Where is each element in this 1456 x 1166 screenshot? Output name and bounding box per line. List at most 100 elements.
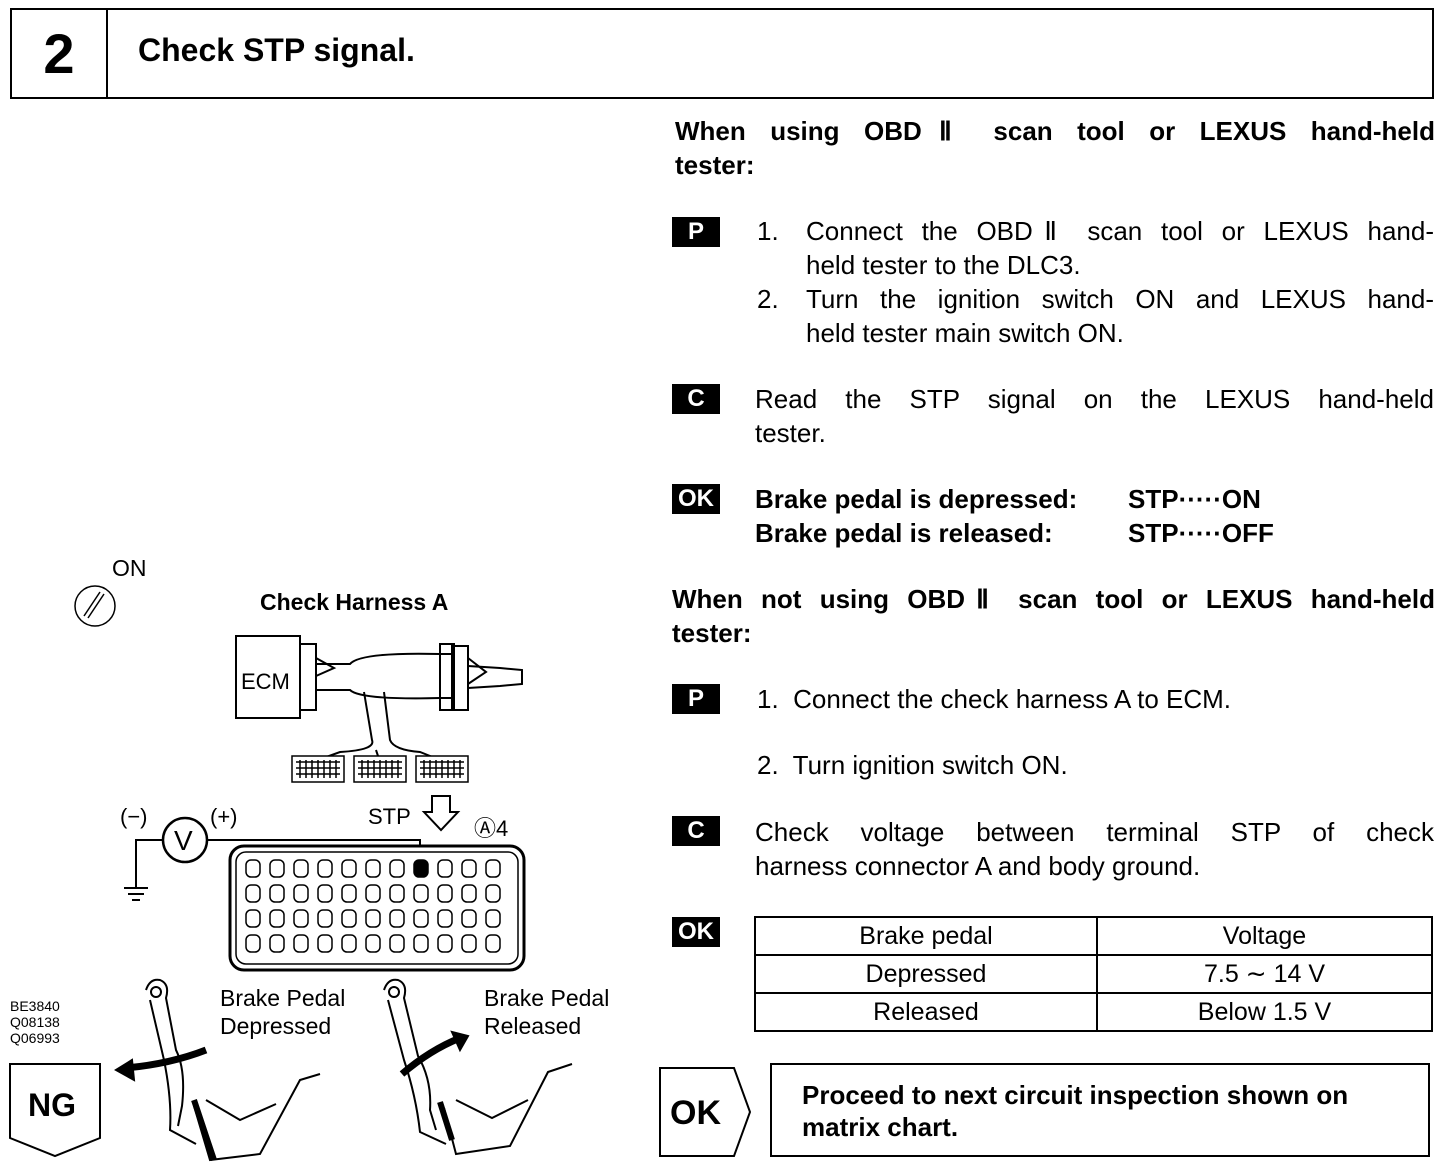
connector-pin (437, 859, 453, 878)
connector-label: Ⓐ4 (474, 816, 508, 841)
ok-row2-label: Brake pedal is released: (755, 518, 1053, 548)
brake-pedal-depressed-icon (114, 978, 321, 1162)
connector-pin (389, 884, 405, 903)
proceed-box: Proceed to next circuit inspection shown… (770, 1063, 1430, 1157)
without-tool-heading-line2: tester: (672, 618, 752, 648)
check-line2: tester. (755, 418, 826, 448)
proceed-line2: matrix chart. (802, 1112, 959, 1142)
code-3: Q06993 (10, 1030, 60, 1046)
brake-pedal-released-icon (383, 978, 573, 1156)
connector-pin (245, 859, 261, 878)
voltmeter-label: V (174, 825, 193, 856)
plus-label: (+) (210, 804, 238, 829)
table-row: Released Below 1.5 V (754, 992, 1433, 1032)
connector-pin (413, 884, 429, 903)
connector-pin (341, 884, 357, 903)
connector-pin (485, 934, 501, 953)
connector-pin (389, 934, 405, 953)
ok-row1-label: Brake pedal is depressed: (755, 484, 1078, 514)
without-tool-heading-line1: When not using OBDⅡ scan tool or LEXUS h… (672, 584, 1435, 614)
tag-ok: OK (672, 484, 720, 514)
step-header: 2 Check STP signal. (10, 8, 1434, 99)
connector-pin (485, 859, 501, 878)
check-harness-icon (235, 635, 523, 763)
table-row: Depressed 7.5 ∼ 14 V (754, 954, 1433, 994)
wo-step-1: 1. Connect the check harness A to ECM. (757, 684, 1232, 714)
connector-pin (365, 909, 381, 928)
proceed-line1: Proceed to next circuit inspection shown… (802, 1080, 1349, 1110)
voltage-table: Brake pedal Voltage Depressed 7.5 ∼ 14 V… (754, 916, 1433, 1032)
connector-pin (365, 859, 381, 878)
with-tool-heading-line2: tester: (675, 150, 755, 180)
connector-pin (437, 884, 453, 903)
pedal-released-line2: Released (484, 1013, 581, 1039)
table-header-cell: Voltage (1096, 916, 1433, 956)
table-cell: Depressed (754, 954, 1098, 994)
connector-pin (269, 884, 285, 903)
ok-shape: OK (659, 1067, 752, 1157)
ng-shape (9, 1063, 101, 1158)
wiring-diagram: ON Check Harness A ECM (9, 555, 609, 1162)
connector-pin (293, 909, 309, 928)
connector-pin (245, 884, 261, 903)
connector-pin (413, 909, 429, 928)
step-2-line2: held tester main switch ON. (806, 318, 1124, 348)
connector-pin (317, 859, 333, 878)
step-title: Check STP signal. (138, 32, 415, 68)
table-header-row: Brake pedal Voltage (754, 916, 1433, 956)
wo-check-line2: harness connector A and body ground. (755, 851, 1201, 881)
connector-pin (317, 909, 333, 928)
connector-pin (461, 909, 477, 928)
with-tool-heading-line1: When using OBDⅡ scan tool or LEXUS hand-… (675, 116, 1435, 146)
code-1: BE3840 (10, 998, 60, 1014)
tag-p-2: P (672, 684, 720, 714)
ignition-key-icon (74, 585, 116, 627)
connector-pin (317, 934, 333, 953)
arrow-down-icon (421, 795, 461, 832)
connector-pin (293, 859, 309, 878)
table-cell: 7.5 ∼ 14 V (1096, 954, 1433, 994)
connector-pin (413, 934, 429, 953)
stp-label: STP (368, 804, 411, 829)
step-1-line2: held tester to the DLC3. (806, 250, 1081, 280)
pedal-depressed-line2: Depressed (220, 1013, 331, 1039)
connector-pin (245, 934, 261, 953)
connector-pin (485, 909, 501, 928)
connector-pin (341, 909, 357, 928)
harness-connectors-icon (291, 755, 469, 783)
connector-pin (389, 859, 405, 878)
connector-pin (245, 909, 261, 928)
step-2-number: 2. (757, 284, 779, 314)
connector-pin (341, 859, 357, 878)
pedal-released-line1: Brake Pedal (484, 985, 609, 1011)
table-cell: Released (754, 992, 1098, 1032)
tag-c: C (672, 384, 720, 414)
connector-pin (461, 884, 477, 903)
stp-terminal-pin (413, 859, 429, 878)
minus-label: (−) (120, 804, 148, 829)
connector-pin (269, 909, 285, 928)
ok-row1-value: STP·····ON (1128, 484, 1261, 514)
ok-label: OK (670, 1094, 721, 1132)
connector-pin (485, 884, 501, 903)
step-1-number: 1. (757, 216, 779, 246)
connector-pin (341, 934, 357, 953)
wo-check-line1: Check voltage between terminal STP of ch… (755, 817, 1434, 847)
on-label: ON (112, 555, 147, 581)
connector-pin (269, 934, 285, 953)
pedal-depressed-line1: Brake Pedal (220, 985, 345, 1011)
wo-step-2: 2. Turn ignition switch ON. (757, 750, 1068, 780)
table-header-cell: Brake pedal (754, 916, 1098, 956)
connector-pin (437, 909, 453, 928)
connector-pin (437, 934, 453, 953)
ecm-label: ECM (241, 669, 290, 694)
tag-c-2: C (672, 816, 720, 846)
table-cell: Below 1.5 V (1096, 992, 1433, 1032)
connector-pins (245, 859, 501, 953)
ng-label: NG (28, 1087, 76, 1123)
proceed-text: Proceed to next circuit inspection shown… (802, 1079, 1348, 1143)
connector-pin (293, 884, 309, 903)
tag-ok-2: OK (672, 917, 720, 947)
step-1-line1: Connect the OBDⅡ scan tool or LEXUS hand… (806, 216, 1434, 246)
code-2: Q08138 (10, 1014, 60, 1030)
